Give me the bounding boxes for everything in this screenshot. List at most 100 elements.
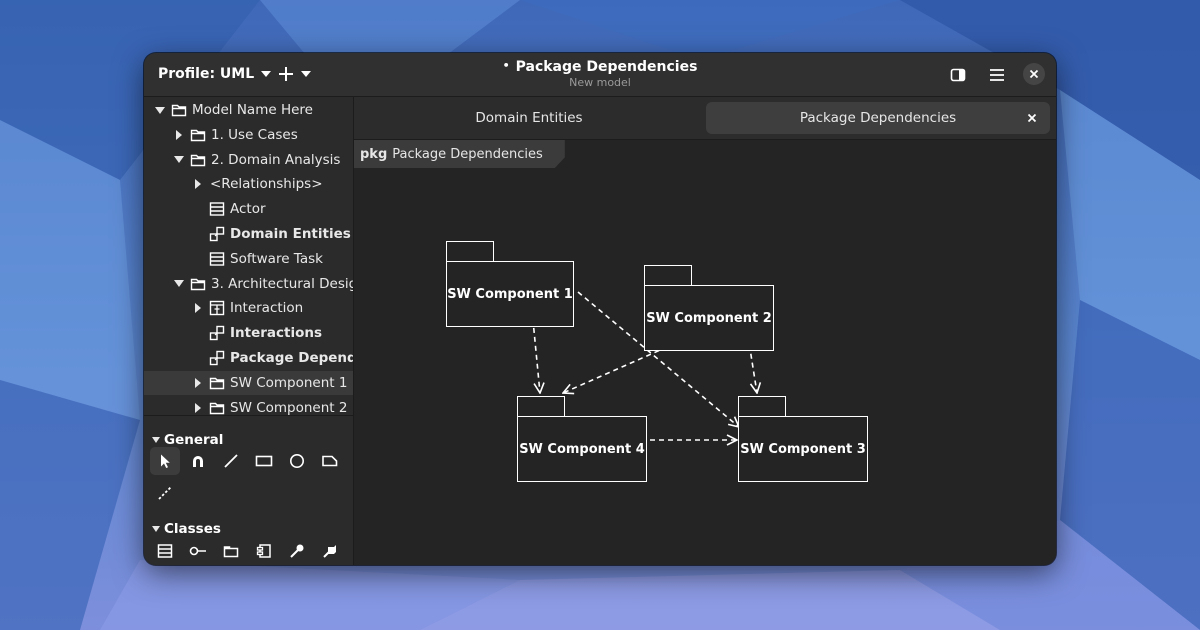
tree-item[interactable]: 1. Use Cases — [144, 123, 353, 147]
tree-item-label: SW Component 2 — [230, 399, 348, 415]
tab-package-dependencies[interactable]: Package Dependencies — [706, 102, 1050, 134]
magnet-tool[interactable] — [183, 447, 213, 475]
expander-right-icon — [195, 303, 201, 314]
package-name: SW Component 3 — [738, 416, 868, 482]
tree-item[interactable]: Actor — [144, 197, 353, 221]
comment-line-icon — [158, 486, 172, 500]
package-c3[interactable]: SW Component 3 — [738, 396, 868, 482]
package-tab — [446, 241, 494, 262]
ellipse-icon — [290, 454, 304, 468]
package-c2[interactable]: SW Component 2 — [644, 265, 774, 351]
interface-icon — [189, 546, 206, 556]
toolbox-section-classes[interactable]: Classes — [152, 521, 221, 537]
component-tool[interactable] — [249, 537, 279, 565]
expander-down-icon — [174, 280, 184, 288]
package-tab — [738, 396, 786, 417]
package-c4[interactable]: SW Component 4 — [517, 396, 647, 482]
sidebar-toggle-button[interactable] — [945, 62, 971, 88]
window-title-block: • Package Dependencies New model — [400, 59, 800, 90]
folder-icon — [171, 104, 187, 117]
comment-icon — [322, 455, 338, 467]
expander-right-icon — [195, 377, 201, 388]
package-tab — [517, 396, 565, 417]
diagram-icon — [209, 226, 225, 242]
add-menu-button[interactable] — [274, 60, 314, 88]
tree-item-label: SW Component 1 — [230, 374, 348, 391]
profile-menu-button[interactable]: Profile: UML — [152, 60, 277, 88]
window-title: Package Dependencies — [515, 59, 698, 75]
dependency-tool[interactable] — [282, 537, 312, 565]
rectangle-tool[interactable] — [249, 447, 279, 475]
magnet-icon — [193, 456, 203, 467]
folder-icon — [190, 154, 206, 166]
tab-domain-entities[interactable]: Domain Entities — [358, 102, 700, 134]
tree-expander[interactable] — [171, 156, 187, 164]
tree-item-label: Actor — [230, 201, 266, 218]
tree-item[interactable]: Model Name Here — [144, 98, 353, 122]
tree-expander[interactable] — [190, 303, 206, 314]
sidebar: Model Name Here 1. Use Cases 2. Domain Ana… — [144, 97, 354, 565]
interface-tool[interactable] — [183, 537, 213, 565]
unsaved-indicator: • — [502, 59, 510, 72]
interaction-icon — [209, 301, 225, 316]
package-tool[interactable] — [216, 537, 246, 565]
window-close-button[interactable] — [1023, 63, 1045, 85]
tree-expander[interactable] — [152, 106, 168, 114]
dependency-icon — [290, 544, 304, 558]
diagram-icon — [209, 325, 225, 341]
comment-tool[interactable] — [315, 447, 345, 475]
tree-item-label: Interaction — [230, 300, 304, 317]
tree-item[interactable]: Software Task — [144, 247, 353, 271]
dependency-c1-to-c3[interactable] — [577, 291, 739, 427]
tree-item-label: Domain Entities — [230, 226, 351, 242]
tree-item[interactable]: <Relationships> — [144, 172, 353, 196]
tree-item[interactable]: Interaction — [144, 296, 353, 320]
tree-item[interactable]: 3. Architectural Design — [144, 272, 353, 296]
tab-bar: Domain Entities Package Dependencies — [354, 97, 1056, 140]
ellipse-tool[interactable] — [282, 447, 312, 475]
tree-item[interactable]: Interactions — [144, 321, 353, 345]
tree-item[interactable]: SW Component 1 — [144, 370, 353, 395]
line-tool[interactable] — [216, 447, 246, 475]
tree-expander[interactable] — [171, 129, 187, 140]
dependency-lines — [531, 291, 1056, 565]
tree-expander[interactable] — [171, 280, 187, 288]
tree-item-label: 3. Architectural Design — [211, 275, 353, 292]
package-c1[interactable]: SW Component 1 — [446, 241, 574, 327]
pointer-tool[interactable] — [150, 447, 180, 475]
package-icon — [223, 546, 239, 558]
package-name: SW Component 4 — [517, 416, 647, 482]
pointer-icon — [161, 454, 170, 468]
class-tool[interactable] — [150, 537, 180, 565]
tree-item[interactable]: 2. Domain Analysis — [144, 148, 353, 172]
folder-icon — [209, 377, 225, 389]
tab-close-button[interactable] — [1024, 110, 1040, 126]
expander-down-icon — [174, 156, 184, 164]
tree-item-label: Interactions — [230, 325, 323, 342]
window-subtitle: New model — [569, 76, 631, 89]
hamburger-icon — [990, 69, 1004, 81]
tree-expander[interactable] — [190, 179, 206, 190]
tree-item[interactable]: SW Component 2 — [144, 396, 353, 415]
tree-expander[interactable] — [190, 377, 206, 388]
association-tool[interactable] — [315, 537, 345, 565]
tree-item[interactable]: Domain Entities — [144, 222, 353, 246]
close-icon — [1029, 69, 1039, 79]
tree-item-label: 1. Use Cases — [211, 126, 298, 143]
expander-down-icon — [155, 106, 165, 114]
comment-line-tool[interactable] — [150, 479, 180, 507]
application-window: Profile: UML • Package Dependencies New m… — [144, 53, 1056, 565]
association-icon — [323, 545, 336, 558]
package-name: SW Component 1 — [446, 261, 574, 327]
tree-item[interactable]: Package Dependencies — [144, 346, 353, 370]
folder-icon — [190, 129, 206, 141]
folder-icon — [209, 402, 225, 414]
dependency-c2-to-c4[interactable] — [563, 335, 693, 393]
toolbox-section-general[interactable]: General — [152, 432, 223, 448]
main-menu-button[interactable] — [984, 62, 1010, 88]
tree-expander[interactable] — [190, 402, 206, 413]
component-icon — [256, 544, 271, 558]
model-tree[interactable]: Model Name Here 1. Use Cases 2. Domain Ana… — [144, 97, 353, 415]
toolbox-section-label: Classes — [164, 521, 221, 537]
